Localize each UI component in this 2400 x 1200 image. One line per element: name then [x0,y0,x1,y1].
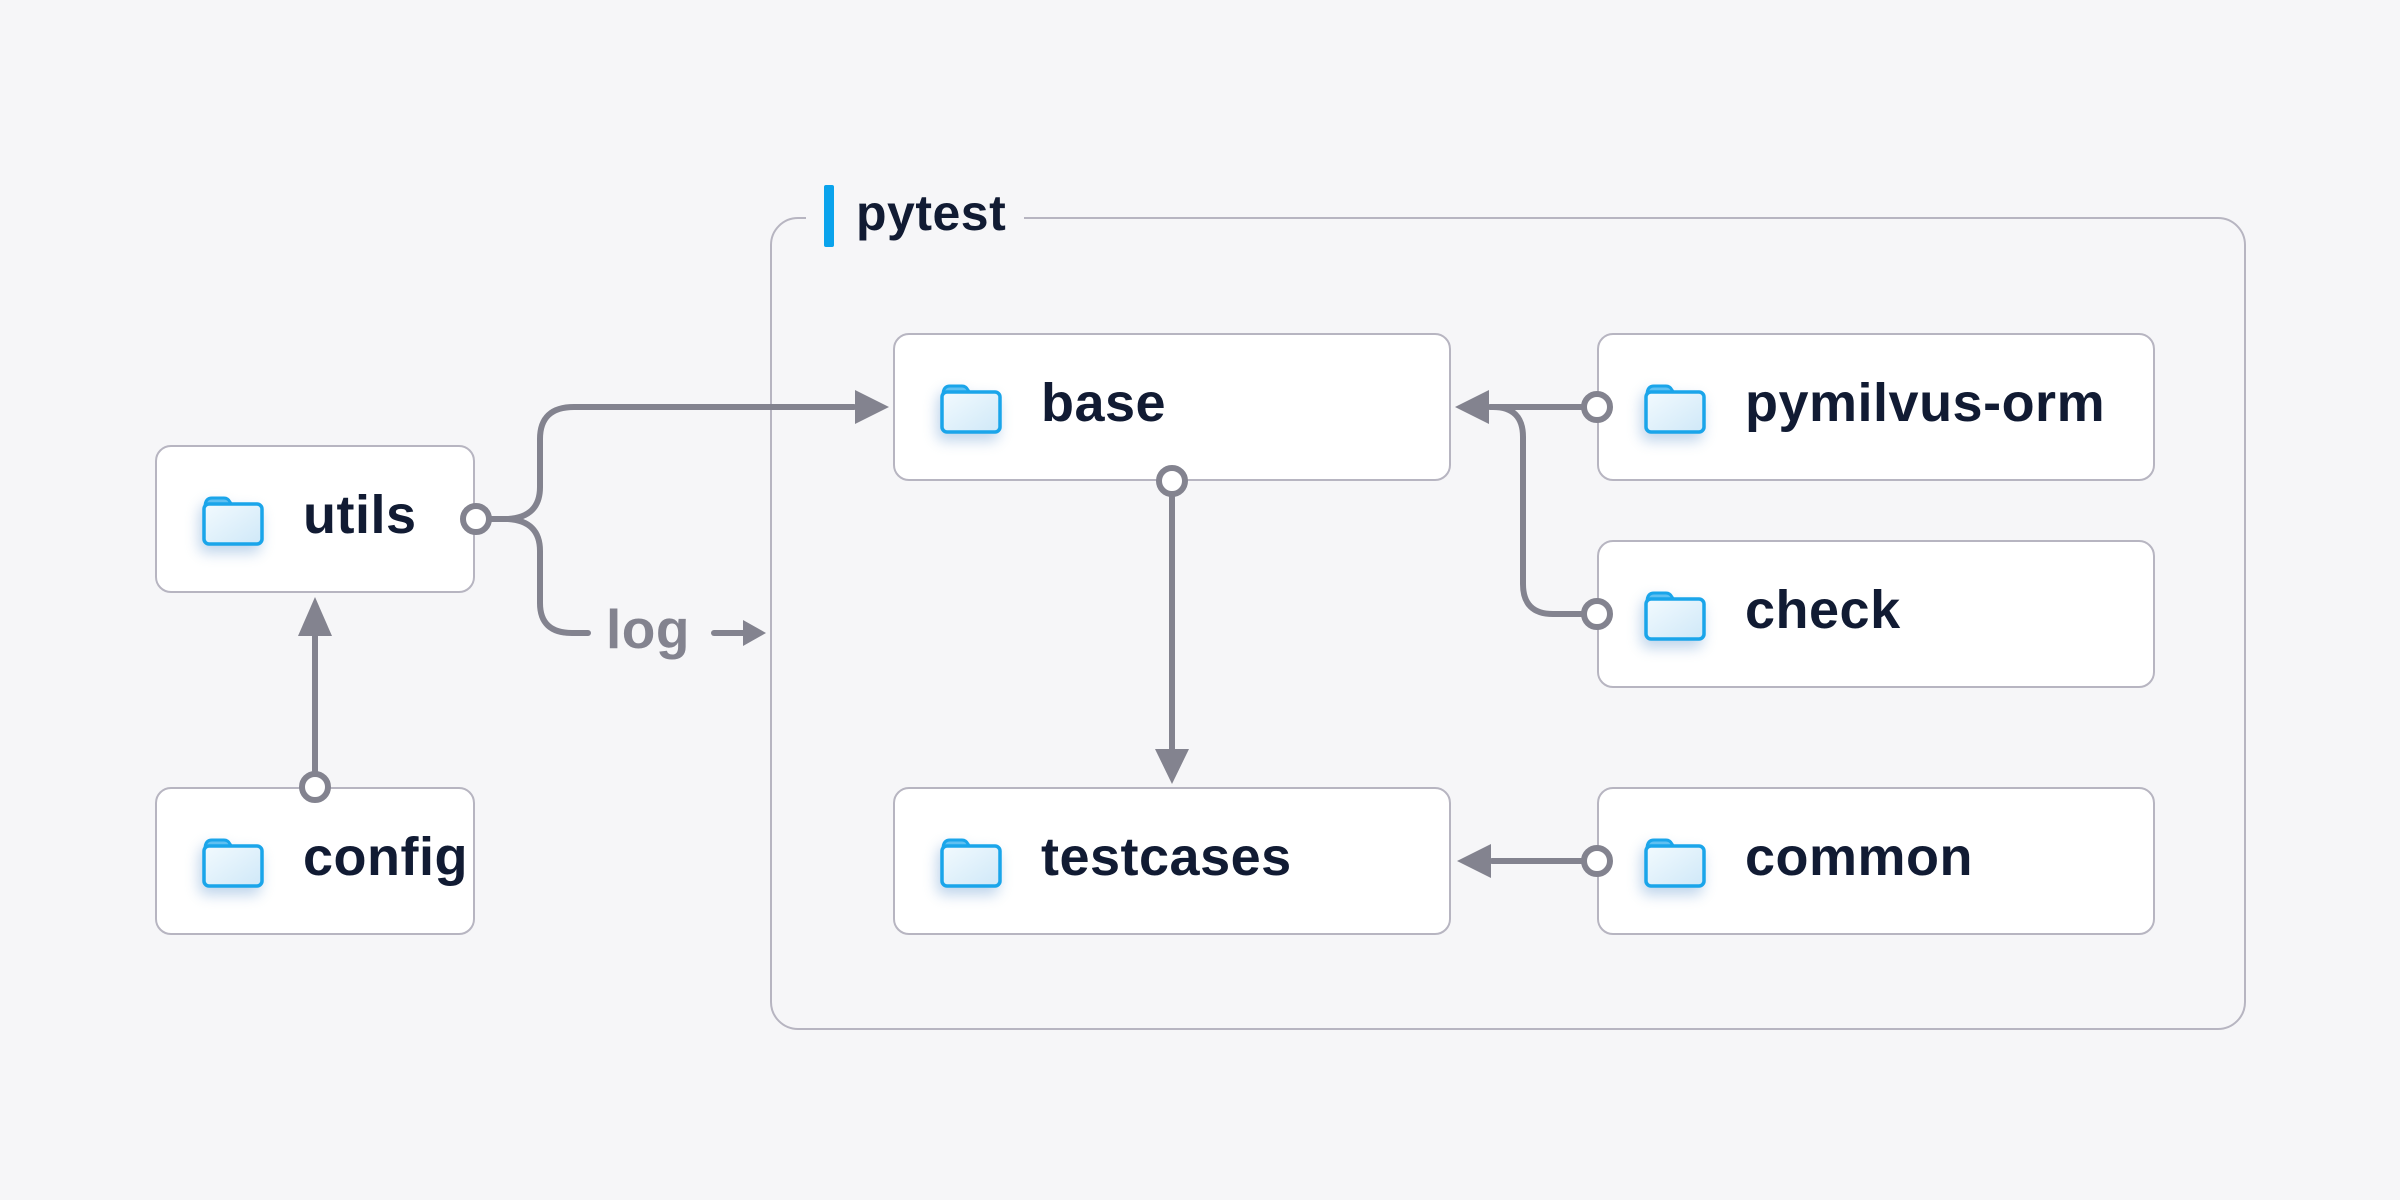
folder-icon [1643,586,1707,642]
node-pymilvus-orm-label: pymilvus-orm [1745,373,2106,433]
node-utils-label: utils [303,485,417,545]
pytest-group-label: pytest [806,183,1025,249]
node-common: common [1597,787,2155,935]
pytest-group-container [770,217,2246,1030]
node-pymilvus-orm: pymilvus-orm [1597,333,2155,481]
edge-config-to-utils [298,597,332,803]
folder-icon [939,379,1003,435]
folder-icon [201,833,265,889]
folder-icon [1643,833,1707,889]
node-config: config [155,787,475,935]
pytest-group-title: pytest [856,185,1007,241]
node-check-label: check [1745,580,1901,640]
accent-bar-icon [824,185,834,247]
folder-icon [1643,379,1707,435]
node-check: check [1597,540,2155,688]
folder-icon [939,833,1003,889]
folder-icon [201,491,265,547]
node-common-label: common [1745,827,1974,887]
node-testcases-label: testcases [1041,827,1292,887]
node-base: base [893,333,1451,481]
log-edge-label: log [606,598,690,660]
node-base-label: base [1041,373,1167,433]
node-testcases: testcases [893,787,1451,935]
node-utils: utils [155,445,475,593]
node-config-label: config [303,827,468,887]
